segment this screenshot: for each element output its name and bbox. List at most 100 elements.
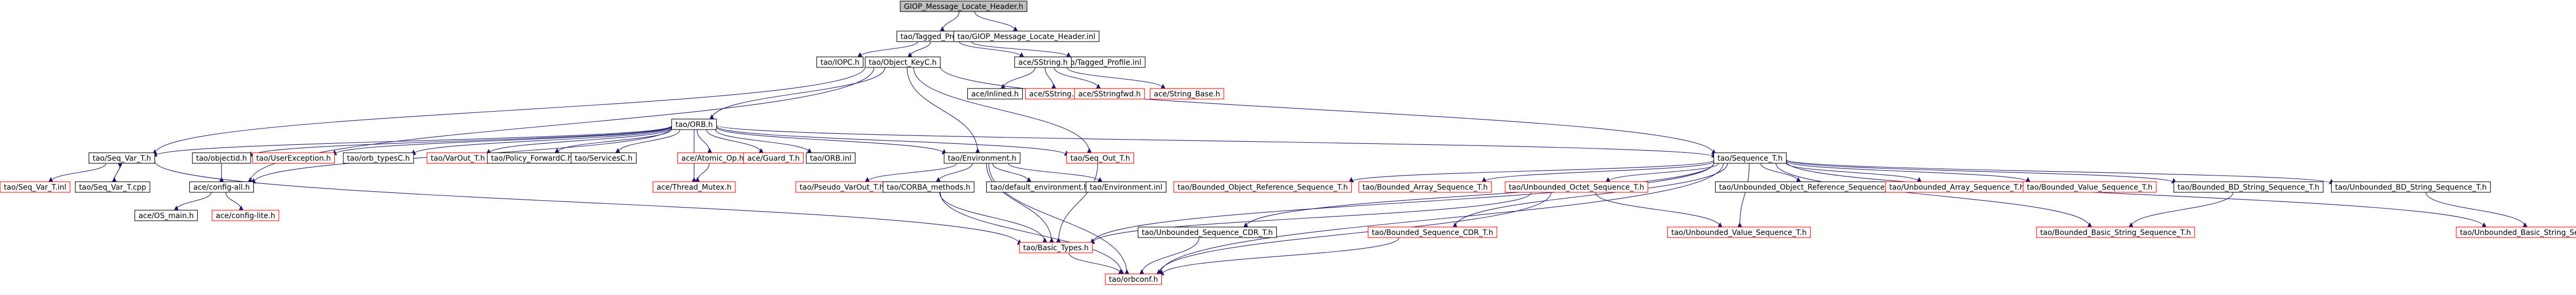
node-pseudo-varout[interactable]: tao/Pseudo_VarOut_T.h bbox=[795, 181, 888, 193]
node-unbounded-basic-string[interactable]: tao/Unbounded_Basic_String_Sequence_T.h bbox=[2456, 227, 2576, 238]
node-config-lite[interactable]: ace/config-lite.h bbox=[212, 210, 280, 221]
node-box bbox=[134, 210, 198, 221]
node-bounded-objref[interactable]: tao/Bounded_Object_Reference_Sequence_T.… bbox=[1173, 181, 1352, 193]
node-bounded-value[interactable]: tao/Bounded_Value_Sequence_T.h bbox=[2023, 181, 2157, 193]
edge-sequence_t-to-bounded_bd_string bbox=[1786, 160, 2177, 183]
node-orb-typesc[interactable]: tao/orb_typesC.h bbox=[343, 152, 414, 164]
node-iopc[interactable]: tao/IOPC.h bbox=[816, 56, 864, 68]
edge-sequence_t-to-bounded_basic_string bbox=[1775, 163, 2092, 228]
edge-bounded_seq_cdr-to-orbconf bbox=[1159, 237, 1399, 276]
node-label: tao/Unbounded_Value_Sequence_T.h bbox=[1671, 229, 1807, 237]
node-seq-var-t-h[interactable]: tao/Seq_Var_T.h bbox=[89, 152, 155, 164]
node-sstring-h[interactable]: ace/SString.h bbox=[1014, 56, 1072, 68]
node-unbounded-seq-cdr[interactable]: tao/Unbounded_Sequence_CDR_T.h bbox=[1138, 227, 1277, 238]
node-label: tao/Bounded_Object_Reference_Sequence_T.… bbox=[1177, 183, 1348, 192]
edge-object_keyc-to-seq_out_t bbox=[913, 67, 1092, 154]
node-label: tao/Bounded_BD_String_Sequence_T.h bbox=[2177, 183, 2319, 192]
edge-tagged_profile_h-to-iopc bbox=[857, 41, 918, 58]
node-label: ace/String_Base.h bbox=[1154, 90, 1220, 99]
node-object-keyc[interactable]: tao/Object_KeyC.h bbox=[864, 56, 941, 68]
node-servicesc[interactable]: tao/ServicesC.h bbox=[571, 152, 637, 164]
node-box bbox=[1014, 56, 1072, 68]
node-unbounded-array[interactable]: tao/Unbounded_Array_Sequence_T.h bbox=[1885, 181, 2029, 193]
node-label: tao/UserException.h bbox=[256, 154, 331, 163]
node-label: tao/Seq_Out_T.h bbox=[1070, 154, 1130, 163]
node-box bbox=[212, 210, 280, 221]
node-unbounded-objref[interactable]: tao/Unbounded_Object_Reference_Sequence_… bbox=[1715, 181, 1904, 193]
node-box bbox=[944, 152, 1021, 164]
edge-atomic_op-to-thread_mutex bbox=[695, 163, 710, 182]
node-config-all[interactable]: ace/config-all.h bbox=[189, 181, 254, 193]
node-basic-types[interactable]: tao/Basic_Types.h bbox=[1019, 242, 1093, 253]
edge-environment-to-orbconf bbox=[988, 163, 1130, 275]
edge-sequence_t-to-bounded_objref bbox=[1349, 160, 1714, 183]
node-label: GIOP_Message_Locate_Header.h bbox=[904, 3, 1023, 11]
node-label: ace/config-lite.h bbox=[216, 212, 275, 220]
node-unbounded-octet[interactable]: tao/Unbounded_Octet_Sequence_T.h bbox=[1505, 181, 1648, 193]
node-label: tao/orb_typesC.h bbox=[347, 154, 410, 163]
node-userexception[interactable]: tao/UserException.h bbox=[252, 152, 335, 164]
edge-seq_out_t-to-basic_types bbox=[1055, 163, 1098, 243]
node-label: tao/Seq_Var_T.cpp bbox=[79, 183, 146, 192]
node-label: tao/CORBA_methods.h bbox=[887, 183, 970, 192]
node-orbconf[interactable]: tao/orbconf.h bbox=[1104, 273, 1162, 285]
node-bounded-basic-string[interactable]: tao/Bounded_Basic_String_Sequence_T.h bbox=[2036, 227, 2195, 238]
node-root[interactable]: GIOP_Message_Locate_Header.h bbox=[900, 1, 1027, 12]
node-label: tao/Basic_Types.h bbox=[1023, 244, 1089, 252]
node-bounded-array[interactable]: tao/Bounded_Array_Sequence_T.h bbox=[1358, 181, 1492, 193]
node-seq-var-t-cpp[interactable]: tao/Seq_Var_T.cpp bbox=[75, 181, 150, 193]
edge-orb_h-to-policy_forward bbox=[554, 129, 672, 154]
node-seq-var-t-inl[interactable]: tao/Seq_Var_T.inl bbox=[0, 181, 71, 193]
edge-tagged_profile_h-to-tagged_profile_inl bbox=[971, 41, 1071, 58]
node-policy-forward[interactable]: tao/Policy_ForwardC.h bbox=[487, 152, 576, 164]
node-label: tao/VarOut_T.h bbox=[431, 154, 485, 163]
node-unbounded-bd-string[interactable]: tao/Unbounded_BD_String_Sequence_T.h bbox=[2331, 181, 2491, 193]
node-box bbox=[189, 181, 254, 193]
node-guard-t[interactable]: ace/Guard_T.h bbox=[743, 152, 804, 164]
node-label: tao/Tagged_Profile.inl bbox=[1063, 58, 1141, 67]
node-environment-inl[interactable]: tao/Environment.inl bbox=[1085, 181, 1167, 193]
edge-corba_methods-to-basic_types bbox=[939, 192, 1047, 243]
node-varout-t[interactable]: tao/VarOut_T.h bbox=[427, 152, 489, 164]
node-os-main[interactable]: ace/OS_main.h bbox=[134, 210, 198, 221]
node-ace-inl[interactable]: ace/Inlined.h bbox=[967, 88, 1023, 100]
node-objectid[interactable]: tao/objectid.h bbox=[192, 152, 251, 164]
node-label: tao/Environment.h bbox=[948, 154, 1016, 163]
node-label: tao/ServicesC.h bbox=[575, 154, 632, 163]
edge-unbounded_octet-to-unbounded_value bbox=[1595, 192, 1723, 228]
node-orb-h[interactable]: tao/ORB.h bbox=[671, 119, 717, 130]
node-box bbox=[671, 119, 717, 130]
node-box bbox=[743, 152, 804, 164]
node-sequence-t[interactable]: tao/Sequence_T.h bbox=[1713, 152, 1787, 164]
node-atomic-op[interactable]: ace/Atomic_Op.h bbox=[677, 152, 748, 164]
node-box bbox=[953, 31, 1100, 42]
node-string-base[interactable]: ace/String_Base.h bbox=[1150, 88, 1224, 100]
node-unbounded-value[interactable]: tao/Unbounded_Value_Sequence_T.h bbox=[1667, 227, 1811, 238]
edge-seq_var_t_cpp-to-seq_var_t_h bbox=[114, 163, 123, 182]
node-orb-inl[interactable]: tao/ORB.inl bbox=[806, 152, 856, 164]
node-box bbox=[864, 56, 941, 68]
node-bounded-bd-string[interactable]: tao/Bounded_BD_String_Sequence_T.h bbox=[2173, 181, 2324, 193]
node-default-env[interactable]: tao/default_environment.h bbox=[986, 181, 1093, 193]
edge-sequence_t-to-unbounded_value bbox=[1737, 163, 1750, 228]
node-seq-out-t[interactable]: tao/Seq_Out_T.h bbox=[1066, 152, 1135, 164]
node-label: tao/Unbounded_Sequence_CDR_T.h bbox=[1142, 229, 1273, 237]
node-box bbox=[1667, 227, 1811, 238]
node-environment[interactable]: tao/Environment.h bbox=[944, 152, 1021, 164]
edge-orb_h-to-orb_inl bbox=[715, 129, 812, 154]
edge-tagged_profile_h-to-sstring_h bbox=[959, 41, 1024, 58]
node-box bbox=[652, 181, 736, 193]
node-sstring-inl[interactable]: ace/SString.inl bbox=[1025, 88, 1087, 100]
node-bounded-seq-cdr[interactable]: tao/Bounded_Sequence_CDR_T.h bbox=[1368, 227, 1497, 238]
node-thread-mutex[interactable]: ace/Thread_Mutex.h bbox=[652, 181, 736, 193]
edge-unbounded_seq_cdr-to-orbconf bbox=[1139, 237, 1199, 275]
edge-seq_var_t_h-to-basic_types bbox=[154, 161, 1022, 245]
node-giop-locate-inl[interactable]: tao/GIOP_Message_Locate_Header.inl bbox=[953, 31, 1100, 42]
edge-sequence_t-to-bounded_value bbox=[1786, 161, 2031, 183]
node-box bbox=[571, 152, 637, 164]
node-label: tao/default_environment.h bbox=[990, 183, 1088, 192]
node-corba-methods[interactable]: tao/CORBA_methods.h bbox=[882, 181, 975, 193]
node-tagged-profile-inl[interactable]: tao/Tagged_Profile.inl bbox=[1059, 56, 1146, 68]
node-box bbox=[192, 152, 251, 164]
node-sstringfwd[interactable]: ace/SStringfwd.h bbox=[1074, 88, 1145, 100]
